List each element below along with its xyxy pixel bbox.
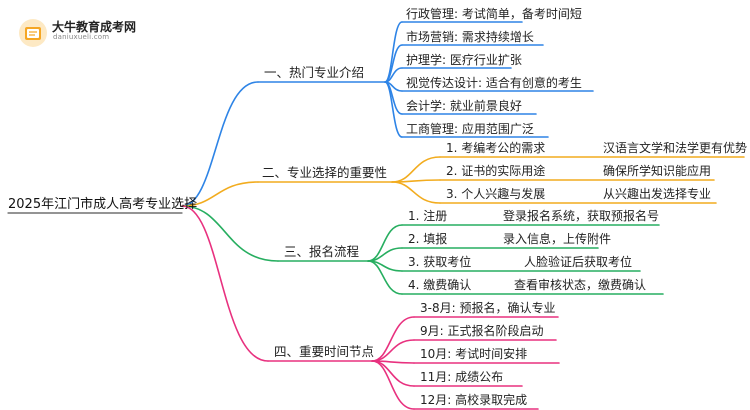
leaf-admin-management: 行政管理: 考试简单，备考时间短 xyxy=(406,7,582,21)
brand-name: 大牛教育成考网 xyxy=(52,20,137,34)
book-logo-icon xyxy=(19,19,47,47)
detail-register: 登录报名系统，获取预报名号 xyxy=(503,209,660,223)
brand-url: daniuxueli.com xyxy=(53,33,110,41)
connector-timeline-leaf-3 xyxy=(371,360,415,387)
leaf-fill-in: 2. 填报 xyxy=(408,232,448,246)
leaf-certificate-use: 2. 证书的实际用途 xyxy=(446,164,546,178)
leaf-oct: 10月: 考试时间安排 xyxy=(420,347,528,361)
connector-timeline-leaf-4 xyxy=(371,360,415,410)
leaf-nov: 11月: 成绩公布 xyxy=(420,370,504,384)
branch-importance: 二、专业选择的重要性 xyxy=(262,165,388,180)
detail-interest: 从兴趣出发选择专业 xyxy=(603,187,712,201)
leaf-marketing: 市场营销: 需求持续增长 xyxy=(406,30,534,44)
connector-importance-leaf-2 xyxy=(391,181,441,204)
leaf-dec: 12月: 高校录取完成 xyxy=(420,393,528,407)
branch-hot-majors: 一、热门专业介绍 xyxy=(264,65,365,80)
branch-timeline: 四、重要时间节点 xyxy=(274,344,375,359)
leaf-sep: 9月: 正式报名阶段启动 xyxy=(420,324,544,338)
connector-registration-leaf-0 xyxy=(367,224,403,262)
leaf-visual-design: 视觉传达设计: 适合有创意的考生 xyxy=(406,76,582,90)
detail-payment: 查看审核状态，缴费确认 xyxy=(514,278,647,292)
leaf-business-admin: 工商管理: 应用范围广泛 xyxy=(406,122,534,136)
connector-root-to-registration xyxy=(181,205,279,262)
connector-timeline-leaf-0 xyxy=(371,316,415,362)
detail-civil-service: 汉语言文学和法学更有优势 xyxy=(603,141,748,155)
root-node: 2025年江门市成人高考专业选择 xyxy=(8,197,198,212)
connector-root-to-timeline xyxy=(181,205,269,362)
branch-registration: 三、报名流程 xyxy=(284,244,360,259)
detail-fill-in: 录入信息，上传附件 xyxy=(503,232,612,246)
connector-root-to-hot-majors xyxy=(181,81,259,207)
leaf-accounting: 会计学: 就业前景良好 xyxy=(406,99,522,113)
leaf-register: 1. 注册 xyxy=(408,209,448,223)
leaf-seat: 3. 获取考位 xyxy=(408,255,472,269)
detail-seat: 人脸验证后获取考位 xyxy=(524,255,633,269)
leaf-civil-service: 1. 考编考公的需求 xyxy=(446,141,546,155)
leaf-mar-aug: 3-8月: 预报名，确认专业 xyxy=(420,301,556,315)
detail-certificate-use: 确保所学知识能应用 xyxy=(603,164,712,178)
connector-hot-majors-leaf-5 xyxy=(384,81,403,138)
connector-timeline-leaf-1 xyxy=(371,339,415,362)
connector-importance-leaf-0 xyxy=(391,156,441,183)
leaf-interest: 3. 个人兴趣与发展 xyxy=(446,187,546,201)
leaf-nursing: 护理学: 医疗行业扩张 xyxy=(406,53,522,67)
connector-root-to-importance xyxy=(181,181,259,207)
leaf-payment: 4. 缴费确认 xyxy=(408,278,472,292)
connector-registration-leaf-3 xyxy=(367,260,403,295)
